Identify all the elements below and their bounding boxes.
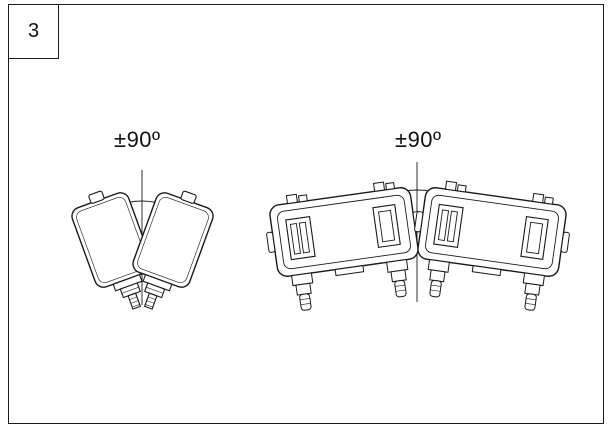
illustration xyxy=(66,162,576,319)
step-number-box: 3 xyxy=(9,5,59,59)
left-angle-label: ±90º xyxy=(114,127,161,152)
right-large-switch-a xyxy=(260,177,431,315)
right-angle-label: ±90º xyxy=(395,127,442,152)
right-large-switch-b xyxy=(405,177,576,315)
step-number: 3 xyxy=(27,20,40,42)
left-switch-group xyxy=(66,170,219,319)
right-switch-group xyxy=(260,162,576,315)
